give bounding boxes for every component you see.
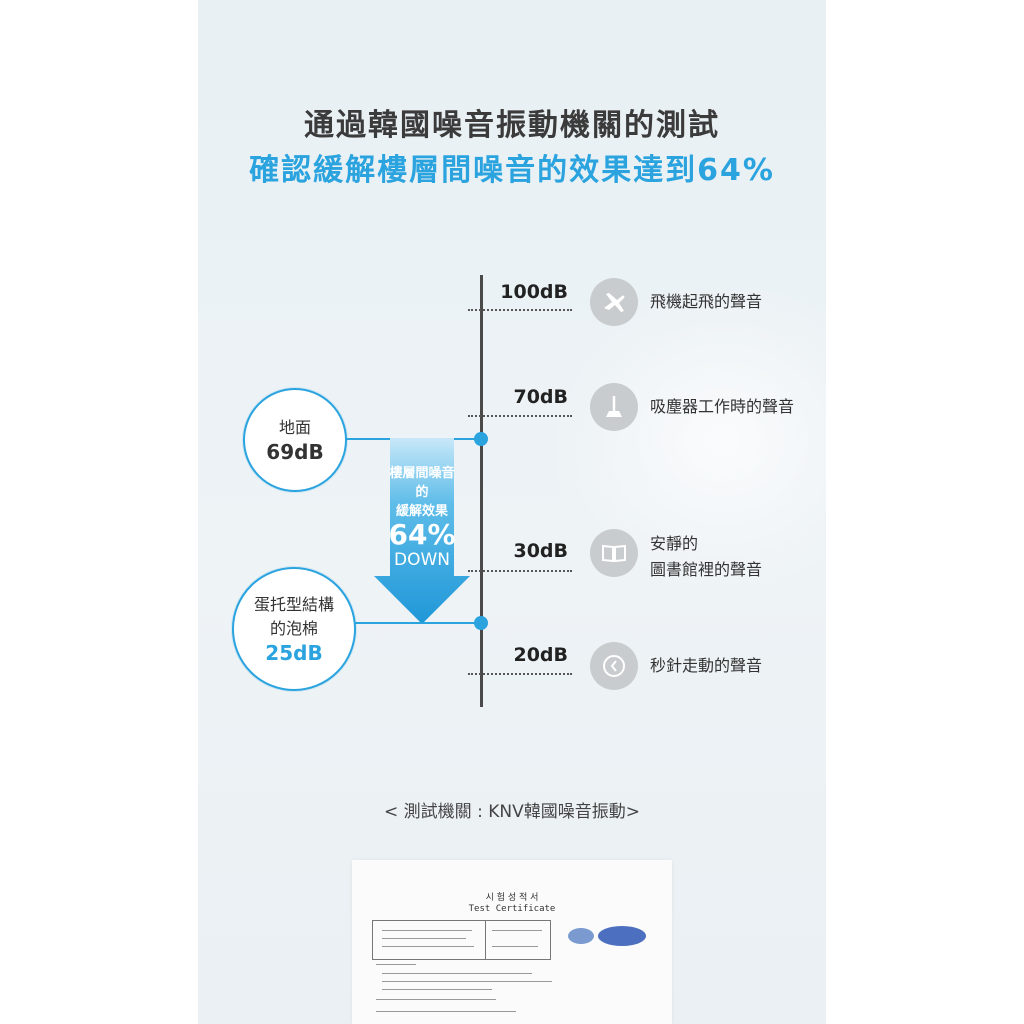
label-vacuum: 吸塵器工作時的聲音 [650,397,795,416]
tick-100db [468,309,572,311]
floor-marker [474,432,488,446]
certificate-text-line [376,999,496,1000]
airplane-icon [590,278,638,326]
background-panel [198,0,826,1024]
reduction-line3: 緩解效果 [395,504,448,519]
foam-marker [474,616,488,630]
level-70db: 70dB [513,386,568,408]
certification-seal-2 [598,926,646,946]
reduction-direction: DOWN [394,550,450,570]
headline-secondary: 確認緩解樓層間噪音的效果達到64% [249,153,775,188]
floor-label: 地面 [278,418,311,437]
clock-icon [590,642,638,690]
headline-primary: 通過韓國噪音振動機關的測試 [304,108,720,143]
certificate-text-line [382,981,552,982]
certificate-title-english: Test Certificate [468,904,556,914]
tick-70db [468,415,572,417]
certificate-text-line [492,930,542,931]
level-100db: 100dB [500,281,568,303]
certificate-info-box [372,920,486,960]
test-certificate-image: 시 험 성 적 서 Test Certificate [352,860,672,1024]
certification-seal-1 [568,928,594,944]
certificate-text-line [382,973,532,974]
level-30db: 30dB [513,540,568,562]
certificate-text-line [382,938,466,939]
certificate-text-line [382,946,474,947]
tick-20db [468,673,572,675]
certificate-text-line [492,946,538,947]
tick-30db [468,570,572,572]
label-library-line2: 圖書館裡的聲音 [650,560,763,579]
reduction-line1: 樓層間噪音 [389,466,455,481]
reduction-percent: 64% [388,518,456,551]
foam-bubble: 蛋托型結構 的泡棉 25dB [232,567,356,691]
floor-value: 69dB [266,440,324,464]
certificate-title-korean: 시 험 성 적 서 [485,893,539,903]
decibel-scale-axis [480,275,483,707]
foam-connector-line [350,622,482,624]
certificate-text-line [382,930,472,931]
foam-value: 25dB [265,641,323,665]
reduction-line2: 的 [415,485,429,500]
certificate-text-line [376,1011,516,1012]
certificate-number-box [484,920,551,960]
book-icon [590,529,638,577]
label-airplane: 飛機起飛的聲音 [650,292,763,311]
foam-label-line1: 蛋托型結構 [253,595,334,614]
floor-bubble: 地面 69dB [243,388,347,492]
label-clock: 秒針走動的聲音 [650,656,763,675]
certificate-text-line [382,989,492,990]
certificate-text-line [376,964,416,965]
reduction-arrow [374,438,470,624]
level-20db: 20dB [513,644,568,666]
label-library-line1: 安靜的 [650,534,699,553]
foam-label-line2: 的泡棉 [269,619,318,638]
vacuum-cleaner-icon [590,383,638,431]
test-agency-caption: < 測試機關 : KNV韓國噪音振動> [384,802,640,822]
